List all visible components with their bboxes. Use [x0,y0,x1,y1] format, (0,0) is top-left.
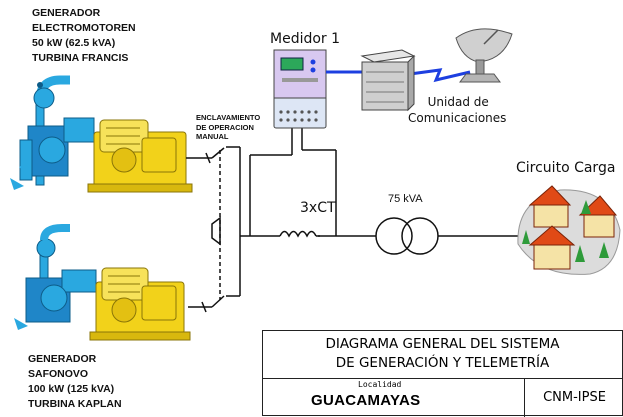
generator-2-turbine: TURBINA KAPLAN [28,398,122,410]
ct-coil-icon [279,230,320,238]
generator-1-power: 50 kW (62.5 kVA) [32,37,116,49]
meter-icon [273,49,327,129]
generator-unit-1 [10,75,193,193]
interlock-line-3: MANUAL [196,132,229,141]
ct-label: 3xCT [300,200,336,216]
title-block-title: DIAGRAMA GENERAL DEL SISTEMA DE GENERACI… [263,331,622,379]
title-line-1: DIAGRAMA GENERAL DEL SISTEMA [325,336,560,352]
generator-100kw-icon [89,267,191,341]
generator-2-name: GENERADOR [28,353,97,365]
generator-2-location: SAFONOVO [28,368,89,380]
telemetry-link [326,68,471,83]
load-label: Circuito Carga [516,160,616,176]
comm-unit-icon [360,49,416,112]
transformer-icon [375,217,439,255]
load-houses-icon [517,185,621,275]
comm-unit-line-1: Unidad de [427,95,489,109]
manual-interlock-switch [201,146,241,313]
location-value: GUACAMAYAS [311,392,421,409]
generator-50kw-icon [87,119,193,193]
title-block: DIAGRAMA GENERAL DEL SISTEMA DE GENERACI… [262,330,623,417]
meter-label: Medidor 1 [270,31,341,47]
interlock-line-1: ENCLAVAMIENTO [196,113,261,122]
location-label: Localidad [358,380,402,389]
generator-1-label: GENERADOR ELECTROMOTOREN 50 kW (62.5 kVA… [32,6,136,66]
comm-unit-label: Unidad de Comunicaciones [408,94,507,126]
generator-2-power: 100 kW (125 kVA) [28,383,115,395]
interlock-label: ENCLAVAMIENTO DE OPERACION MANUAL [196,113,260,142]
generator-1-turbine: TURBINA FRANCIS [32,52,129,64]
generator-1-name: GENERADOR [32,7,101,19]
interlock-line-2: DE OPERACION [196,122,254,132]
generator-wiring [186,157,206,308]
satellite-dish-icon [455,28,513,83]
transformer-label: 75 kVA [388,193,423,205]
location-cell: Localidad GUACAMAYAS [263,379,525,417]
turbine-francis-icon [10,75,95,190]
generator-1-location: ELECTROMOTOREN [32,22,136,34]
comm-unit-line-2: Comunicaciones [408,111,507,125]
generator-unit-2 [14,224,191,341]
power-bus [240,128,520,237]
turbine-kaplan-icon [14,224,97,330]
title-line-2: DE GENERACIÓN Y TELEMETRÍA [335,355,550,371]
document-code: CNM-IPSE [543,390,606,405]
generator-2-label: GENERADOR SAFONOVO 100 kW (125 kVA) TURB… [28,352,122,412]
